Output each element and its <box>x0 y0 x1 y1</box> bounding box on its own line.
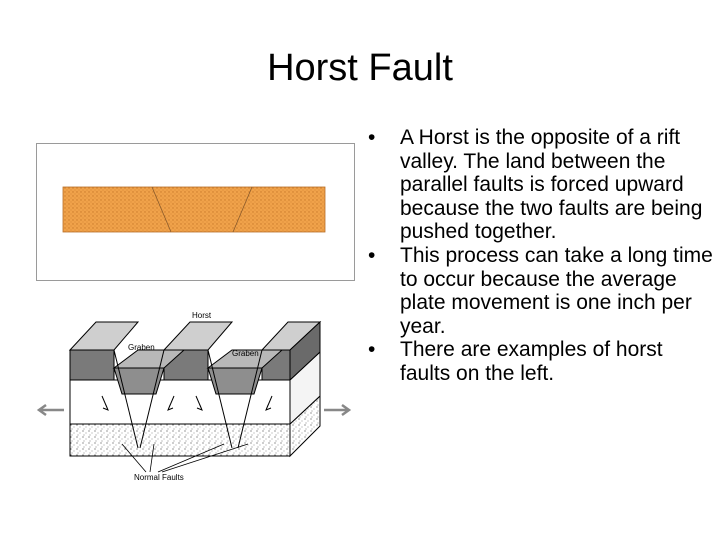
bullet-text: A Horst is the opposite of a rift valley… <box>400 126 703 244</box>
bullet-text: This process can take a long time to occ… <box>400 243 713 338</box>
label-graben-right: Graben <box>232 349 259 358</box>
extension-arrow-left <box>36 403 64 417</box>
normal-faults-pointer-3 <box>157 443 225 473</box>
label-horst: Horst <box>192 311 212 320</box>
left-block-top <box>68 321 140 351</box>
horst-graben-diagram: Horst Graben Graben Normal Faults <box>36 311 352 482</box>
normal-faults-pointer-4 <box>161 443 249 473</box>
fault-line-left <box>151 186 172 233</box>
slip-arrow-2 <box>167 395 175 411</box>
right-block-side <box>289 320 321 382</box>
bullet-list: • A Horst is the opposite of a rift vall… <box>358 126 713 386</box>
horst-top <box>162 321 234 351</box>
normal-faults-pointer-2 <box>149 443 155 473</box>
slip-arrow-1 <box>101 395 109 411</box>
fault-block-illustration <box>36 143 355 281</box>
fault-line-right <box>232 186 253 233</box>
fault-4 <box>237 349 263 449</box>
label-normal-faults: Normal Faults <box>134 473 184 482</box>
bullet-marker: • <box>368 126 376 149</box>
white-layer <box>69 379 291 425</box>
slip-arrow-4 <box>265 395 273 411</box>
slip-arrow-3 <box>195 395 203 411</box>
bullet-text: There are examples of horst faults on th… <box>400 338 663 385</box>
bullet-marker: • <box>368 243 376 267</box>
slide-title: Horst Fault <box>267 47 453 89</box>
label-graben-left: Graben <box>128 343 155 352</box>
extension-arrow-right <box>324 403 352 417</box>
fault-2 <box>139 349 165 449</box>
bullet-item: • A Horst is the opposite of a rift vall… <box>358 126 713 244</box>
top-band <box>69 349 115 381</box>
fault-3 <box>207 349 233 449</box>
bullet-item: • This process can take a long time to o… <box>358 244 713 338</box>
sand-layer <box>69 423 291 457</box>
sediment-slab <box>62 186 326 233</box>
bullet-item: • There are examples of horst faults on … <box>358 338 713 385</box>
bullet-marker: • <box>368 338 376 362</box>
fault-1 <box>113 349 139 449</box>
normal-faults-pointer-1 <box>121 443 147 473</box>
